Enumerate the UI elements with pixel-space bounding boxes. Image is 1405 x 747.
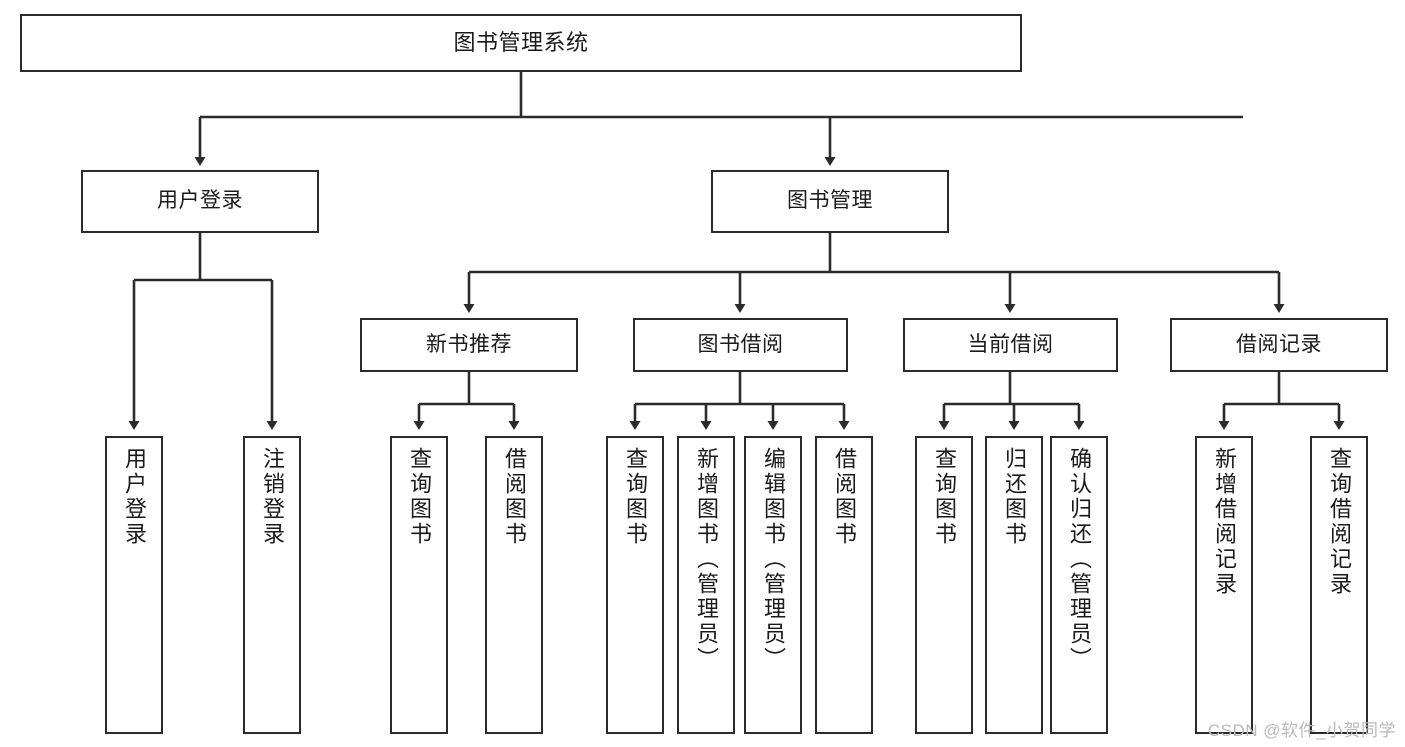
node-label: 借阅记录: [1236, 332, 1322, 356]
node-label: 查询借阅记录: [1327, 447, 1352, 597]
node-label: 当前借阅: [967, 332, 1054, 356]
node-label: 归还图书: [1002, 447, 1027, 547]
node-label: 注销登录: [260, 447, 285, 547]
node-book-borrow[interactable]: 图书借阅: [633, 318, 848, 372]
node-leaf-query-book-2[interactable]: 查询图书: [606, 436, 664, 734]
node-current-borrow[interactable]: 当前借阅: [903, 318, 1118, 372]
node-leaf-confirm-return[interactable]: 确认归还（管理员）: [1050, 436, 1108, 734]
node-leaf-edit-book[interactable]: 编辑图书（管理员）: [744, 436, 802, 734]
node-new-book-recommend[interactable]: 新书推荐: [360, 318, 578, 372]
node-user-login[interactable]: 用户登录: [81, 170, 319, 233]
node-leaf-borrow-book-1[interactable]: 借阅图书: [485, 436, 543, 734]
node-label: 图书管理系统: [453, 30, 589, 56]
node-leaf-return-book[interactable]: 归还图书: [985, 436, 1043, 734]
node-leaf-user-login[interactable]: 用户登录: [105, 436, 163, 734]
node-leaf-add-book[interactable]: 新增图书（管理员）: [677, 436, 735, 734]
node-label: 新增借阅记录: [1212, 447, 1237, 597]
node-leaf-logout-login[interactable]: 注销登录: [243, 436, 301, 734]
node-label: 编辑图书（管理员）: [761, 447, 786, 672]
node-label: 确认归还（管理员）: [1067, 447, 1092, 672]
node-label: 用户登录: [157, 189, 243, 213]
node-label: 用户登录: [122, 447, 147, 547]
node-label: 图书管理: [787, 189, 873, 213]
csdn-watermark: CSDN @软件_小贺同学: [1207, 721, 1396, 740]
node-label: 查询图书: [932, 447, 957, 547]
node-label: 借阅图书: [502, 447, 527, 547]
node-label: 查询图书: [407, 447, 432, 547]
node-leaf-query-book-3[interactable]: 查询图书: [915, 436, 973, 734]
node-leaf-borrow-book-2[interactable]: 借阅图书: [815, 436, 873, 734]
node-leaf-query-borrow-record[interactable]: 查询借阅记录: [1310, 436, 1368, 734]
node-label: 图书借阅: [697, 332, 784, 356]
node-label: 新增图书（管理员）: [694, 447, 719, 672]
node-borrow-record[interactable]: 借阅记录: [1170, 318, 1388, 372]
node-leaf-add-borrow-record[interactable]: 新增借阅记录: [1195, 436, 1253, 734]
node-label: 借阅图书: [832, 447, 857, 547]
node-book-manage[interactable]: 图书管理: [711, 170, 949, 233]
node-label: 新书推荐: [426, 332, 512, 356]
node-label: 查询图书: [623, 447, 648, 547]
node-leaf-query-book-1[interactable]: 查询图书: [390, 436, 448, 734]
node-root-book-management-system[interactable]: 图书管理系统: [20, 14, 1022, 72]
